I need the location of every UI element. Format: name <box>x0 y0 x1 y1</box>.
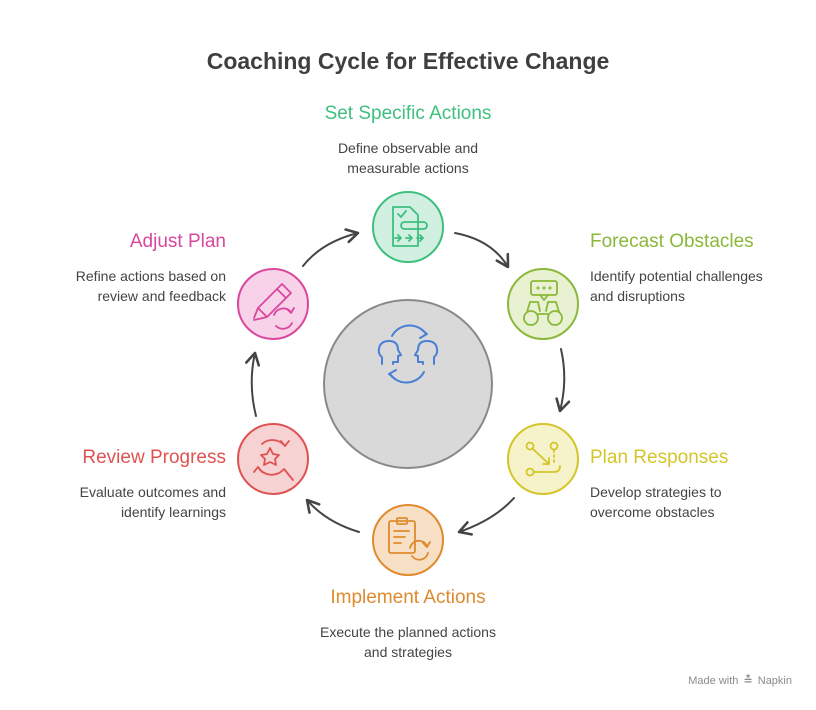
step-4-desc-line-1: Execute the planned actions <box>320 624 496 640</box>
node-plan-responses <box>507 423 579 495</box>
step-1-heading: Set Specific Actions <box>324 103 492 124</box>
step-3-desc-line-2: overcome obstacles <box>590 504 715 520</box>
center-circle <box>323 299 493 469</box>
napkin-logo-icon: ≛ <box>743 675 753 687</box>
step-1-desc-line-1: Define observable and <box>337 140 479 156</box>
step-5-desc-line-2: identify learnings <box>120 504 226 520</box>
napkin-brand-text: Napkin <box>757 675 792 687</box>
step-5-heading: Review Progress <box>82 447 226 468</box>
step-3-heading: Plan Responses <box>590 447 729 468</box>
node-review-progress <box>237 423 309 495</box>
arrow-1-2 <box>454 232 510 269</box>
step-4-heading: Implement Actions <box>330 587 486 608</box>
step-5-description: Evaluate outcomes and identify learnings <box>20 482 226 522</box>
step-3-desc-line-1: Develop strategies to <box>590 484 722 500</box>
step-3-description: Develop strategies to overcome obstacles <box>590 482 800 522</box>
step-2-description: Identify potential challenges and disrup… <box>590 266 800 306</box>
arrow-5-6 <box>245 351 261 417</box>
path-icon <box>525 441 561 477</box>
arrow-4-5 <box>305 498 360 533</box>
node-adjust-plan <box>237 268 309 340</box>
step-2-desc-line-2: and disruptions <box>590 288 685 304</box>
pencil-cycle-icon <box>253 283 295 330</box>
step-6-description: Refine actions based on review and feedb… <box>20 266 226 306</box>
checklist-icon <box>392 206 428 247</box>
arrow-2-3 <box>555 348 571 413</box>
step-1-desc-line-2: measurable actions <box>347 160 469 176</box>
step-6-desc-line-1: Refine actions based on <box>75 268 226 284</box>
step-6-desc-line-2: review and feedback <box>97 288 226 304</box>
step-5-desc-line-1: Evaluate outcomes and <box>79 484 226 500</box>
node-forecast-obstacles <box>507 268 579 340</box>
node-set-specific-actions <box>372 191 444 263</box>
star-search-icon <box>253 439 294 481</box>
step-4-description: Execute the planned actions and strategi… <box>258 622 558 662</box>
arrow-6-1 <box>302 228 360 267</box>
arrow-3-4 <box>457 497 515 536</box>
binoculars-icon <box>523 280 563 326</box>
step-2-heading: Forecast Obstacles <box>590 231 754 252</box>
footer-credit: Made with ≛ Napkin <box>688 674 792 687</box>
step-6-heading: Adjust Plan <box>129 231 226 252</box>
node-implement-actions <box>372 504 444 576</box>
step-2-desc-line-1: Identify potential challenges <box>590 268 763 284</box>
step-1-description: Define observable and measurable actions <box>258 138 558 178</box>
diagram-title: Coaching Cycle for Effective Change <box>206 48 610 74</box>
made-with-text: Made with <box>688 675 739 687</box>
cycle-arrows <box>245 228 571 536</box>
step-4-desc-line-2: and strategies <box>364 644 452 660</box>
clipboard-cycle-icon <box>388 517 431 561</box>
heads-exchange-icon <box>377 324 439 384</box>
